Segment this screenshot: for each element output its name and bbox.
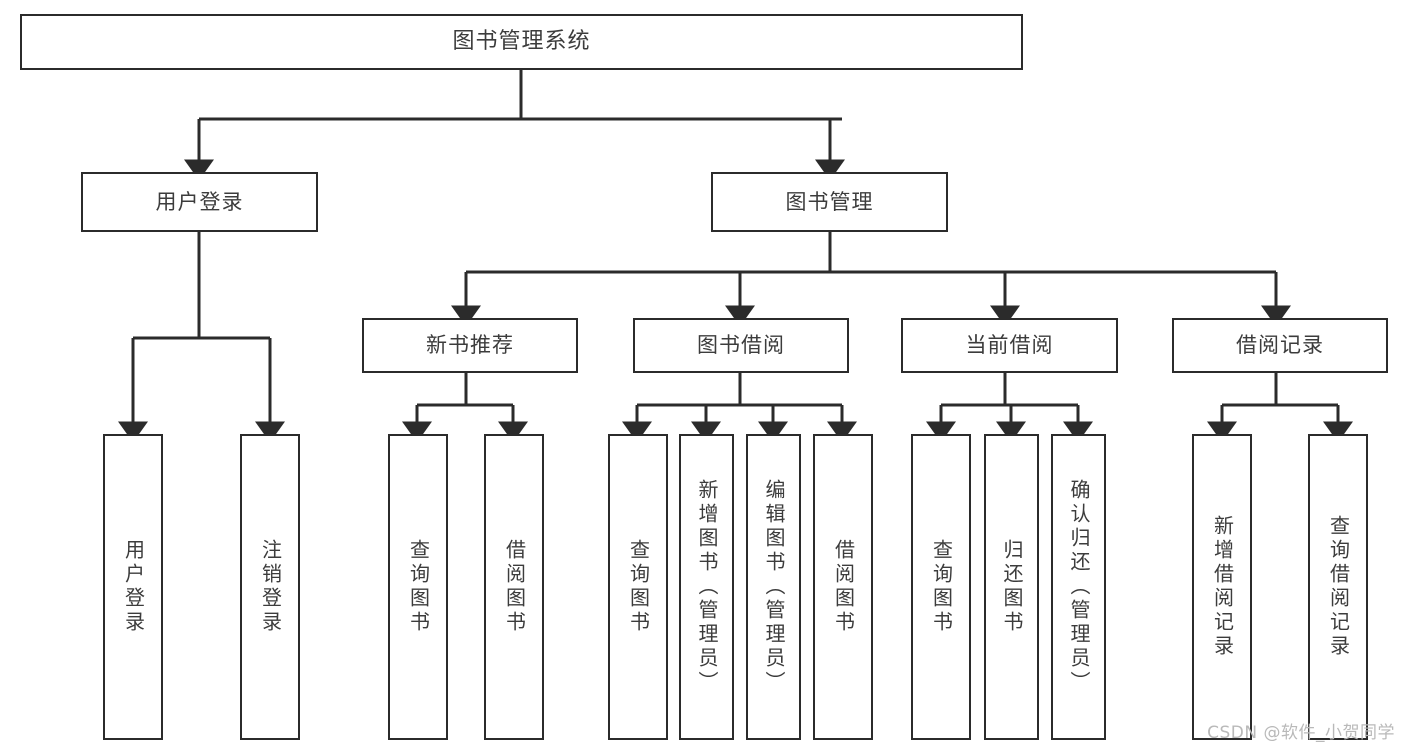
node-new-book-rec[interactable]: 新书推荐 [362, 318, 578, 373]
wire-group-borrow-record [1207, 373, 1353, 443]
node-leaf-borrow-book[interactable]: 借阅图书 [813, 434, 873, 740]
node-leaf-confirm-return[interactable]: 确认归还（管理员） [1051, 434, 1106, 740]
node-current-borrow-label: 当前借阅 [965, 333, 1054, 358]
node-leaf-query-book-cur[interactable]: 查询图书 [911, 434, 971, 740]
node-book-manage[interactable]: 图书管理 [711, 172, 948, 232]
node-current-borrow[interactable]: 当前借阅 [901, 318, 1118, 373]
node-book-borrow[interactable]: 图书借阅 [633, 318, 849, 373]
node-leaf-query-book-borrow[interactable]: 查询图书 [608, 434, 668, 740]
node-leaf-query-book-borrow-label: 查询图书 [626, 539, 651, 635]
node-leaf-user-login-label: 用户登录 [121, 539, 146, 635]
wire-group-user-login [118, 232, 285, 443]
wire-group-current-borrow [926, 373, 1093, 443]
node-book-borrow-label: 图书借阅 [697, 333, 785, 358]
node-borrow-record-label: 借阅记录 [1236, 333, 1324, 358]
node-new-book-rec-label: 新书推荐 [426, 333, 514, 358]
node-leaf-add-record[interactable]: 新增借阅记录 [1192, 434, 1252, 740]
node-leaf-query-book-rec-label: 查询图书 [406, 539, 431, 635]
node-root-label: 图书管理系统 [452, 29, 591, 55]
node-leaf-edit-book-label: 编辑图书（管理员） [762, 479, 786, 695]
node-leaf-query-book-rec[interactable]: 查询图书 [388, 434, 448, 740]
node-root[interactable]: 图书管理系统 [20, 14, 1023, 70]
node-user-login[interactable]: 用户登录 [81, 172, 318, 232]
node-leaf-query-record-label: 查询借阅记录 [1326, 515, 1351, 659]
node-leaf-query-book-cur-label: 查询图书 [929, 539, 954, 635]
node-leaf-edit-book[interactable]: 编辑图书（管理员） [746, 434, 801, 740]
node-leaf-user-logout-label: 注销登录 [258, 539, 283, 635]
node-book-manage-label: 图书管理 [785, 189, 874, 214]
node-leaf-user-logout[interactable]: 注销登录 [240, 434, 300, 740]
node-leaf-add-record-label: 新增借阅记录 [1210, 515, 1235, 659]
node-leaf-user-login[interactable]: 用户登录 [103, 434, 163, 740]
node-leaf-return-book-label: 归还图书 [1000, 539, 1024, 635]
node-leaf-confirm-return-label: 确认归还（管理员） [1067, 479, 1091, 695]
wire-group-root [184, 70, 845, 181]
node-leaf-add-book[interactable]: 新增图书（管理员） [679, 434, 734, 740]
watermark: CSDN @软件_小贺同学 [1207, 723, 1395, 743]
node-user-login-label: 用户登录 [155, 189, 244, 214]
node-leaf-borrow-book-rec-label: 借阅图书 [502, 539, 527, 635]
node-leaf-borrow-book-label: 借阅图书 [831, 539, 856, 635]
wire-group-book-borrow [622, 373, 857, 443]
node-borrow-record[interactable]: 借阅记录 [1172, 318, 1388, 373]
node-leaf-query-record[interactable]: 查询借阅记录 [1308, 434, 1368, 740]
node-leaf-borrow-book-rec[interactable]: 借阅图书 [484, 434, 544, 740]
node-leaf-add-book-label: 新增图书（管理员） [695, 479, 719, 695]
wire-group-new-book-rec [402, 373, 528, 443]
wire-group-book-manage [451, 232, 1291, 327]
node-leaf-return-book[interactable]: 归还图书 [984, 434, 1039, 740]
